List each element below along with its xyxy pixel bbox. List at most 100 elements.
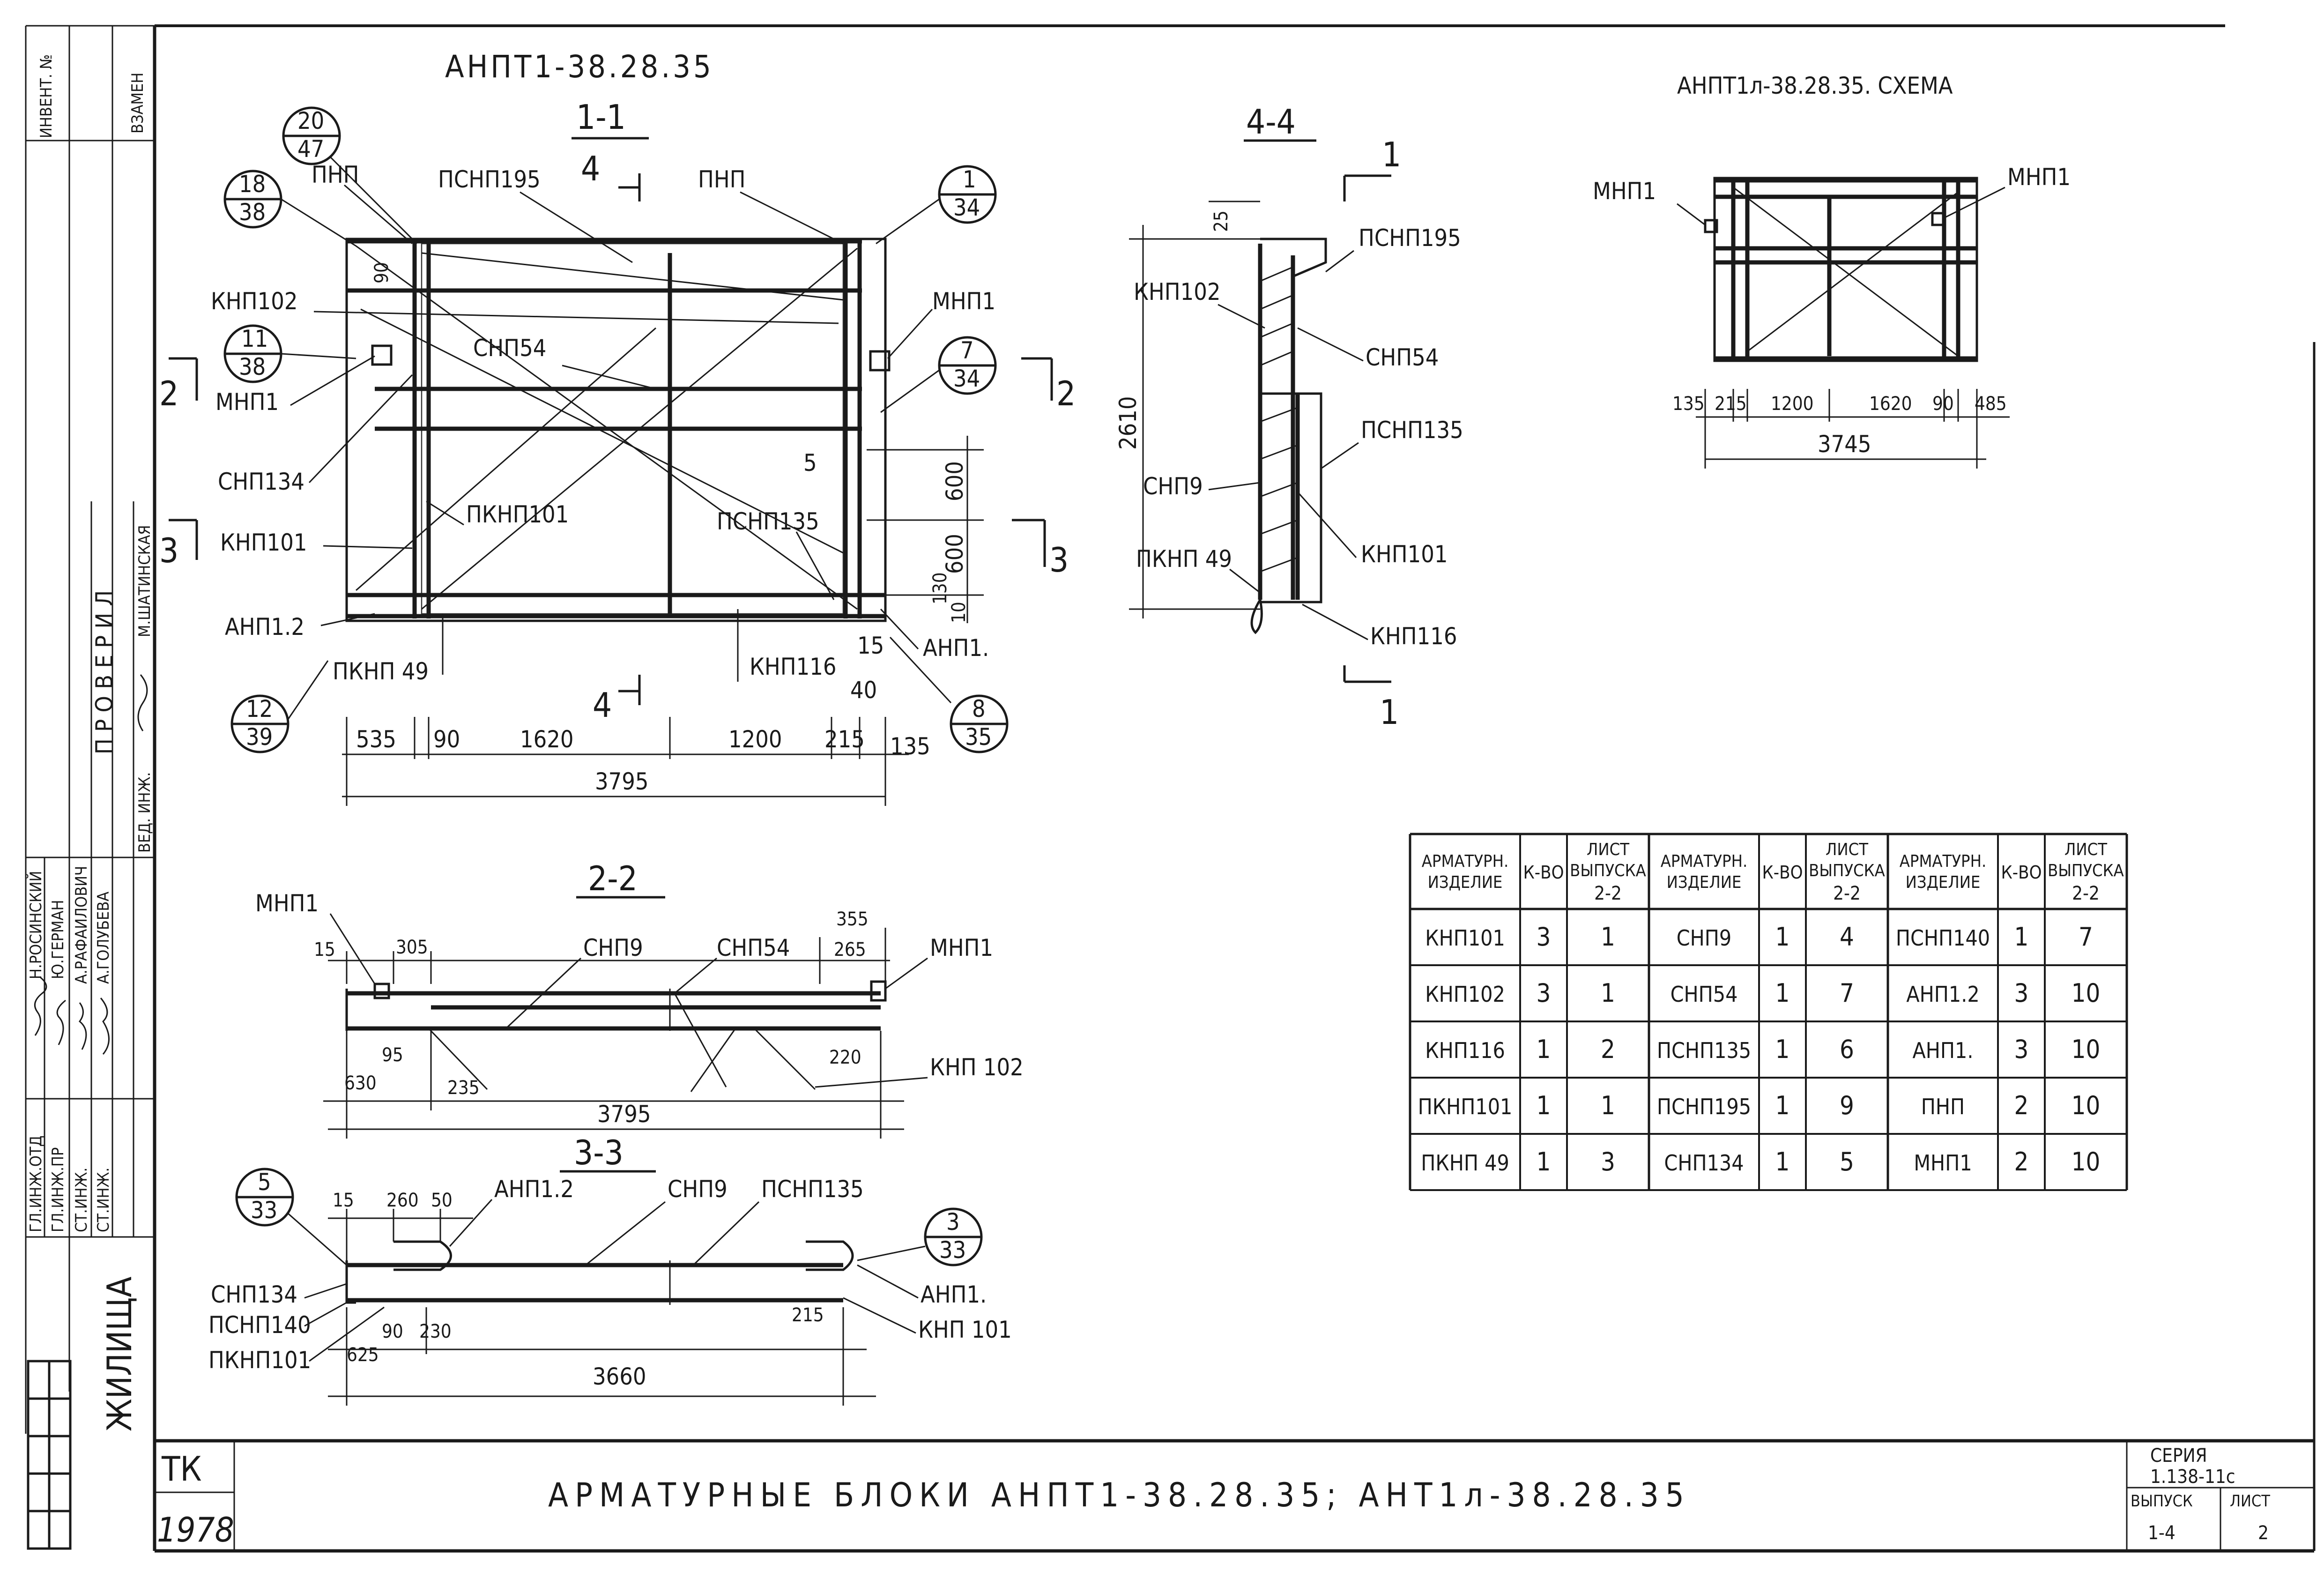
svg-text:135: 135	[1672, 393, 1705, 415]
table-header-item: ИЗДЕЛИЕ	[1667, 873, 1742, 892]
section-3-3-label: 3-3	[574, 1133, 624, 1172]
bottom-title: АРМАТУРНЫЕ БЛОКИ АНПТ1-38.28.35; АНТ1л-3…	[548, 1476, 1691, 1514]
label-anp12: АНП1.2	[225, 613, 304, 641]
label-33-snp9: СНП9	[668, 1176, 728, 1203]
sheet-frame	[153, 24, 2316, 1553]
svg-text:355: 355	[836, 909, 869, 930]
table-cell-qty: 1	[1775, 922, 1790, 952]
table-header-sheet: ВЫПУСКА	[1570, 861, 1646, 880]
svg-text:1620: 1620	[1869, 393, 1912, 415]
title-block: ТК 1978 АРМАТУРНЫЕ БЛОКИ АНПТ1-38.28.35;…	[155, 1441, 2314, 1551]
label-pnp-right: ПНП	[698, 166, 746, 193]
label-44-knp101: КНП101	[1361, 541, 1448, 568]
label-pknp49: ПКНП 49	[333, 658, 429, 685]
svg-text:3795: 3795	[597, 1101, 651, 1128]
series-label: СЕРИЯ	[2150, 1445, 2207, 1467]
label-psnp195: ПСНП195	[438, 166, 541, 193]
svg-text:1: 1	[963, 166, 976, 193]
table-cell-item: ПСНП140	[1896, 925, 1990, 951]
role-1: ГЛ.ИНЖ.ОТД	[27, 1135, 45, 1232]
table-cell-qty: 2	[2014, 1147, 2029, 1177]
signature-2	[56, 999, 66, 1045]
table-cell-item: КНП102	[1425, 982, 1505, 1007]
label-snp134: СНП134	[218, 468, 304, 495]
role-3: СТ.ИНЖ.	[72, 1168, 91, 1232]
block-outline	[345, 238, 887, 622]
dim-44-height: 2610	[1114, 396, 1142, 450]
svg-text:1620: 1620	[520, 726, 573, 753]
svg-text:3660: 3660	[593, 1363, 646, 1390]
label-33-knp101: КНП 101	[918, 1316, 1012, 1343]
table-cell-qty: 1	[2014, 922, 2029, 952]
cut-markers-1-1: 4 4 2 2 3 3	[159, 149, 1076, 725]
svg-text:90: 90	[433, 726, 460, 753]
table-cell-qty: 1	[1775, 1147, 1790, 1177]
svg-text:8: 8	[972, 695, 986, 722]
label-44-knp116: КНП116	[1370, 623, 1457, 650]
svg-text:38: 38	[239, 353, 266, 380]
scheme-title: АНПТ1л-38.28.35. СХЕМА	[1677, 72, 1953, 99]
table-cell-sheet: 6	[1840, 1035, 1854, 1064]
view-2-2: 2-2 МНП1 СНП9 СНП54 МНП1 КНП 102 15 305 …	[255, 859, 1024, 1139]
series-value: 1.138-11с	[2150, 1466, 2235, 1488]
label-pnp-left: ПНП	[312, 161, 359, 188]
svg-text:39: 39	[246, 723, 273, 751]
svg-text:2: 2	[159, 374, 178, 413]
svg-text:265: 265	[834, 939, 866, 961]
table-header-item: АРМАТУРН.	[1900, 852, 1986, 871]
balloon-20-47: 20 47	[282, 106, 418, 245]
table-cell-item: ПСНП135	[1657, 1038, 1751, 1063]
table-cell-qty: 2	[2014, 1091, 2029, 1120]
table-cell-sheet: 4	[1840, 922, 1854, 952]
name-1: Н.РОСИНСКИЙ	[26, 871, 45, 979]
name-2: Ю.ГЕРМАН	[49, 900, 67, 980]
svg-text:15: 15	[314, 939, 335, 961]
svg-text:215: 215	[1715, 393, 1747, 415]
table-header-item: ИЗДЕЛИЕ	[1906, 873, 1981, 892]
table-cell-sheet: 7	[1840, 978, 1854, 1008]
svg-text:38: 38	[239, 199, 266, 226]
signature-3	[78, 1002, 87, 1050]
label-33-psnp135: ПСНП135	[761, 1176, 864, 1203]
table-cell-qty: 3	[1537, 978, 1551, 1008]
label-33-psnp140: ПСНП140	[208, 1311, 311, 1339]
table-cell-qty: 3	[1537, 922, 1551, 952]
label-44-pknp49: ПКНП 49	[1136, 545, 1232, 573]
main-title: АНПТ1-38.28.35	[445, 49, 714, 85]
table-cell-sheet: 9	[1840, 1091, 1854, 1120]
table-cell-sheet: 2	[1601, 1035, 1615, 1064]
table-header-item: АРМАТУРН.	[1661, 852, 1747, 871]
signature-5	[137, 674, 148, 731]
table-header-sheet: ЛИСТ	[1587, 840, 1629, 859]
table-cell-qty: 1	[1537, 1091, 1551, 1120]
label-psnp135: ПСНП135	[717, 508, 819, 535]
svg-text:20: 20	[297, 107, 324, 134]
table-header-qty: К-ВО	[1523, 862, 1564, 883]
table-cell-sheet: 1	[1601, 1091, 1615, 1120]
name-4: А.ГОЛУБЕВА	[94, 892, 113, 984]
svg-text:90: 90	[1932, 393, 1954, 415]
label-knp101: КНП101	[220, 529, 307, 556]
label-knp116: КНП116	[750, 653, 836, 680]
table-header-sheet: ВЫПУСКА	[1809, 861, 1885, 880]
svg-text:3795: 3795	[595, 768, 648, 795]
svg-text:230: 230	[419, 1321, 452, 1342]
dim-44-top: 25	[1210, 210, 1232, 232]
svg-text:40: 40	[850, 677, 877, 704]
table-cell-sheet: 10	[2072, 1035, 2101, 1064]
label-44-knp102: КНП102	[1134, 278, 1220, 305]
view-4-4: 4-4 1 1 ПСНП195 КНП102 СНП54 ПСНП135 СНП…	[1114, 102, 1463, 732]
label-22-snp9: СНП9	[583, 934, 643, 961]
svg-text:15: 15	[857, 632, 884, 659]
table-header-sheet: 2-2	[1833, 883, 1861, 904]
svg-text:90: 90	[371, 262, 393, 283]
svg-text:35: 35	[965, 723, 992, 751]
table-header-qty: К-ВО	[1762, 862, 1803, 883]
svg-text:600: 600	[941, 461, 968, 501]
view-scheme: АНПТ1л-38.28.35. СХЕМА МНП1 МНП1 135 215…	[1593, 72, 2071, 469]
role-2: ГЛ.ИНЖ.ПР	[49, 1147, 67, 1232]
label-44-psnp195: ПСНП195	[1359, 224, 1461, 252]
svg-text:1200: 1200	[728, 726, 782, 753]
table-cell-item: СНП9	[1677, 925, 1732, 951]
